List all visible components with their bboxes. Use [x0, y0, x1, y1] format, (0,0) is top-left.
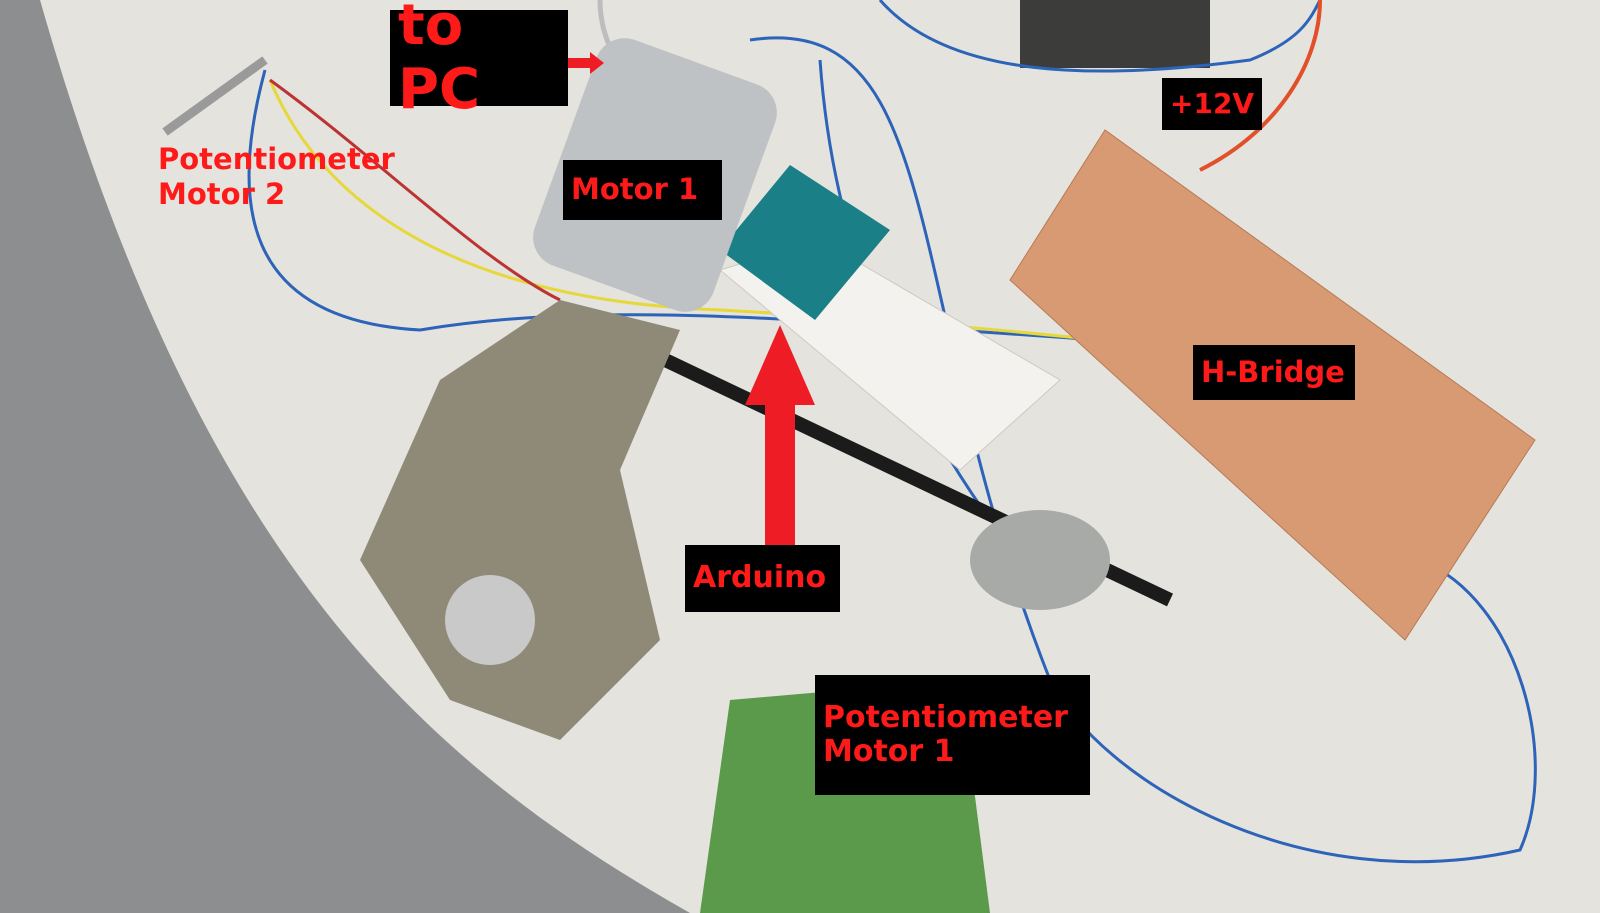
wire-red — [269, 78, 561, 302]
label-plus12v: +12V — [1162, 78, 1262, 130]
arduino-arrow — [745, 325, 815, 548]
label-line: Motor 1 — [823, 734, 955, 769]
to-pc-arrow — [568, 52, 604, 74]
label-line: Potentiometer — [158, 142, 395, 176]
wire-orange — [1199, 0, 1322, 172]
label-h-bridge: H-Bridge — [1193, 345, 1355, 400]
wire-blue — [749, 36, 1537, 864]
label-arduino: Arduino — [685, 545, 840, 612]
label-to-pc: to PC — [390, 0, 568, 122]
label-potentiometer-motor1: Potentiometer Motor 1 — [815, 675, 1090, 795]
gray-stand — [360, 300, 680, 740]
stand-ball — [445, 575, 535, 665]
label-line: Potentiometer — [823, 699, 1068, 735]
wire-blue — [878, 0, 1322, 73]
label-potentiometer-motor2: Potentiometer Motor 2 — [158, 142, 395, 212]
potentiometer-motor2 — [162, 56, 268, 136]
label-motor1: Motor 1 — [563, 160, 722, 220]
power-supply — [1020, 0, 1210, 68]
label-line: Motor 2 — [158, 176, 286, 211]
arduino-board — [720, 165, 890, 320]
potentiometer-motor1 — [970, 510, 1110, 610]
